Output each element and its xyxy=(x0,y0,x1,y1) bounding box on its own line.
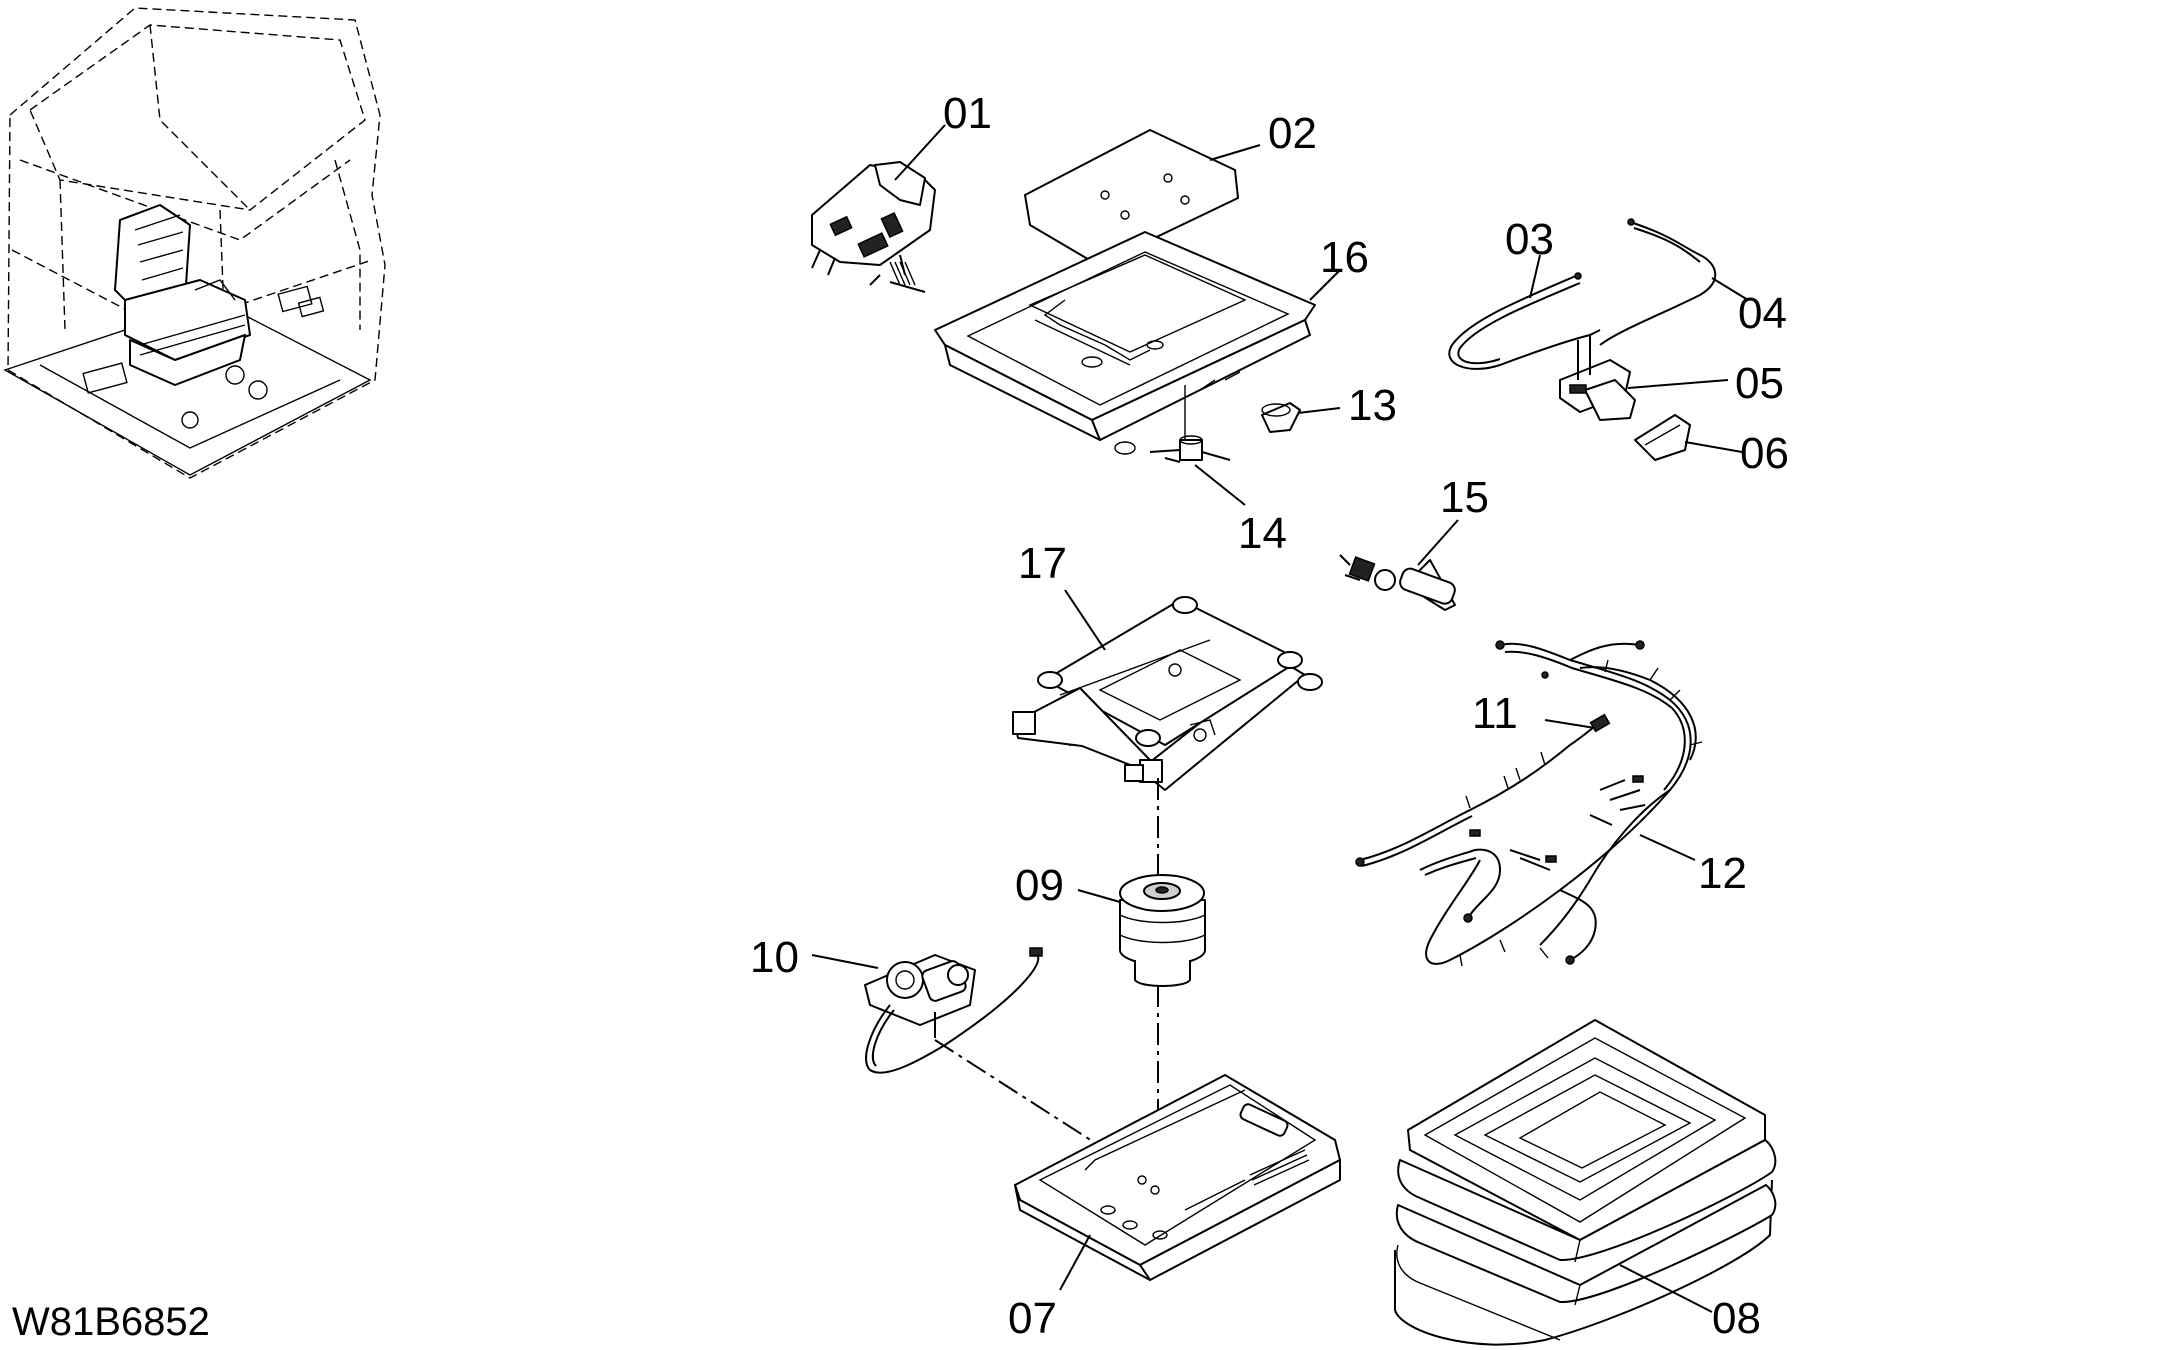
callout-05: 05 xyxy=(1735,359,1784,408)
part-10-compressor xyxy=(864,947,1043,1074)
leader-10 xyxy=(811,954,879,969)
part-01-valve-block xyxy=(811,161,936,293)
part-09-air-spring xyxy=(1119,874,1206,987)
leader-09 xyxy=(1077,889,1121,903)
callout-17: 17 xyxy=(1018,539,1067,588)
leader-02 xyxy=(1209,144,1261,161)
cab-overview-illustration xyxy=(3,7,386,479)
leader-04 xyxy=(1711,277,1749,301)
part-14-valve-rod xyxy=(1149,385,1231,463)
leader-05 xyxy=(1627,379,1729,389)
part-06-knob xyxy=(1634,414,1691,461)
part-04-cable xyxy=(1599,218,1717,346)
callout-09: 09 xyxy=(1015,861,1064,910)
part-13-knob-cap xyxy=(1261,402,1301,433)
leader-03 xyxy=(1529,254,1541,299)
part-08-bellows-cover xyxy=(1394,1019,1777,1346)
callout-07: 07 xyxy=(1008,1294,1057,1343)
callout-02: 02 xyxy=(1268,109,1317,158)
callout-12: 12 xyxy=(1698,849,1747,898)
leader-11 xyxy=(1544,719,1596,729)
callout-08: 08 xyxy=(1712,1294,1761,1343)
part-17-suspension xyxy=(1012,596,1323,791)
leader-16 xyxy=(1309,269,1341,301)
leader-01 xyxy=(894,124,946,181)
leader-15 xyxy=(1417,519,1459,566)
callout-16: 16 xyxy=(1320,233,1369,282)
part-05-lever xyxy=(1559,335,1636,421)
part-03-cable xyxy=(1448,272,1601,370)
callout-13: 13 xyxy=(1348,381,1397,430)
callout-10: 10 xyxy=(750,933,799,982)
leader-17 xyxy=(1064,589,1106,651)
callout-11: 11 xyxy=(1472,689,1518,738)
seat-thumbnail xyxy=(114,204,251,386)
drawing-code: W81B6852 xyxy=(12,1300,210,1344)
callout-15: 15 xyxy=(1440,473,1489,522)
part-12-harness xyxy=(1419,640,1703,967)
part-02-cover-plate xyxy=(1024,129,1239,266)
callout-03: 03 xyxy=(1505,215,1554,264)
leader-14 xyxy=(1194,464,1246,506)
leader-13 xyxy=(1297,407,1341,414)
callout-06: 06 xyxy=(1740,429,1789,478)
part-15-switch xyxy=(1339,554,1456,611)
leader-08 xyxy=(1619,1264,1713,1313)
leader-12 xyxy=(1639,834,1696,861)
part-11-harness xyxy=(1355,713,1611,867)
callout-04: 04 xyxy=(1738,289,1787,338)
callout-14: 14 xyxy=(1238,509,1287,558)
part-16-seat-frame xyxy=(934,231,1316,455)
leader-06 xyxy=(1684,441,1743,453)
leader-07 xyxy=(1059,1234,1091,1291)
callout-01: 01 xyxy=(943,89,992,138)
part-07-base-plate xyxy=(1014,1074,1341,1281)
